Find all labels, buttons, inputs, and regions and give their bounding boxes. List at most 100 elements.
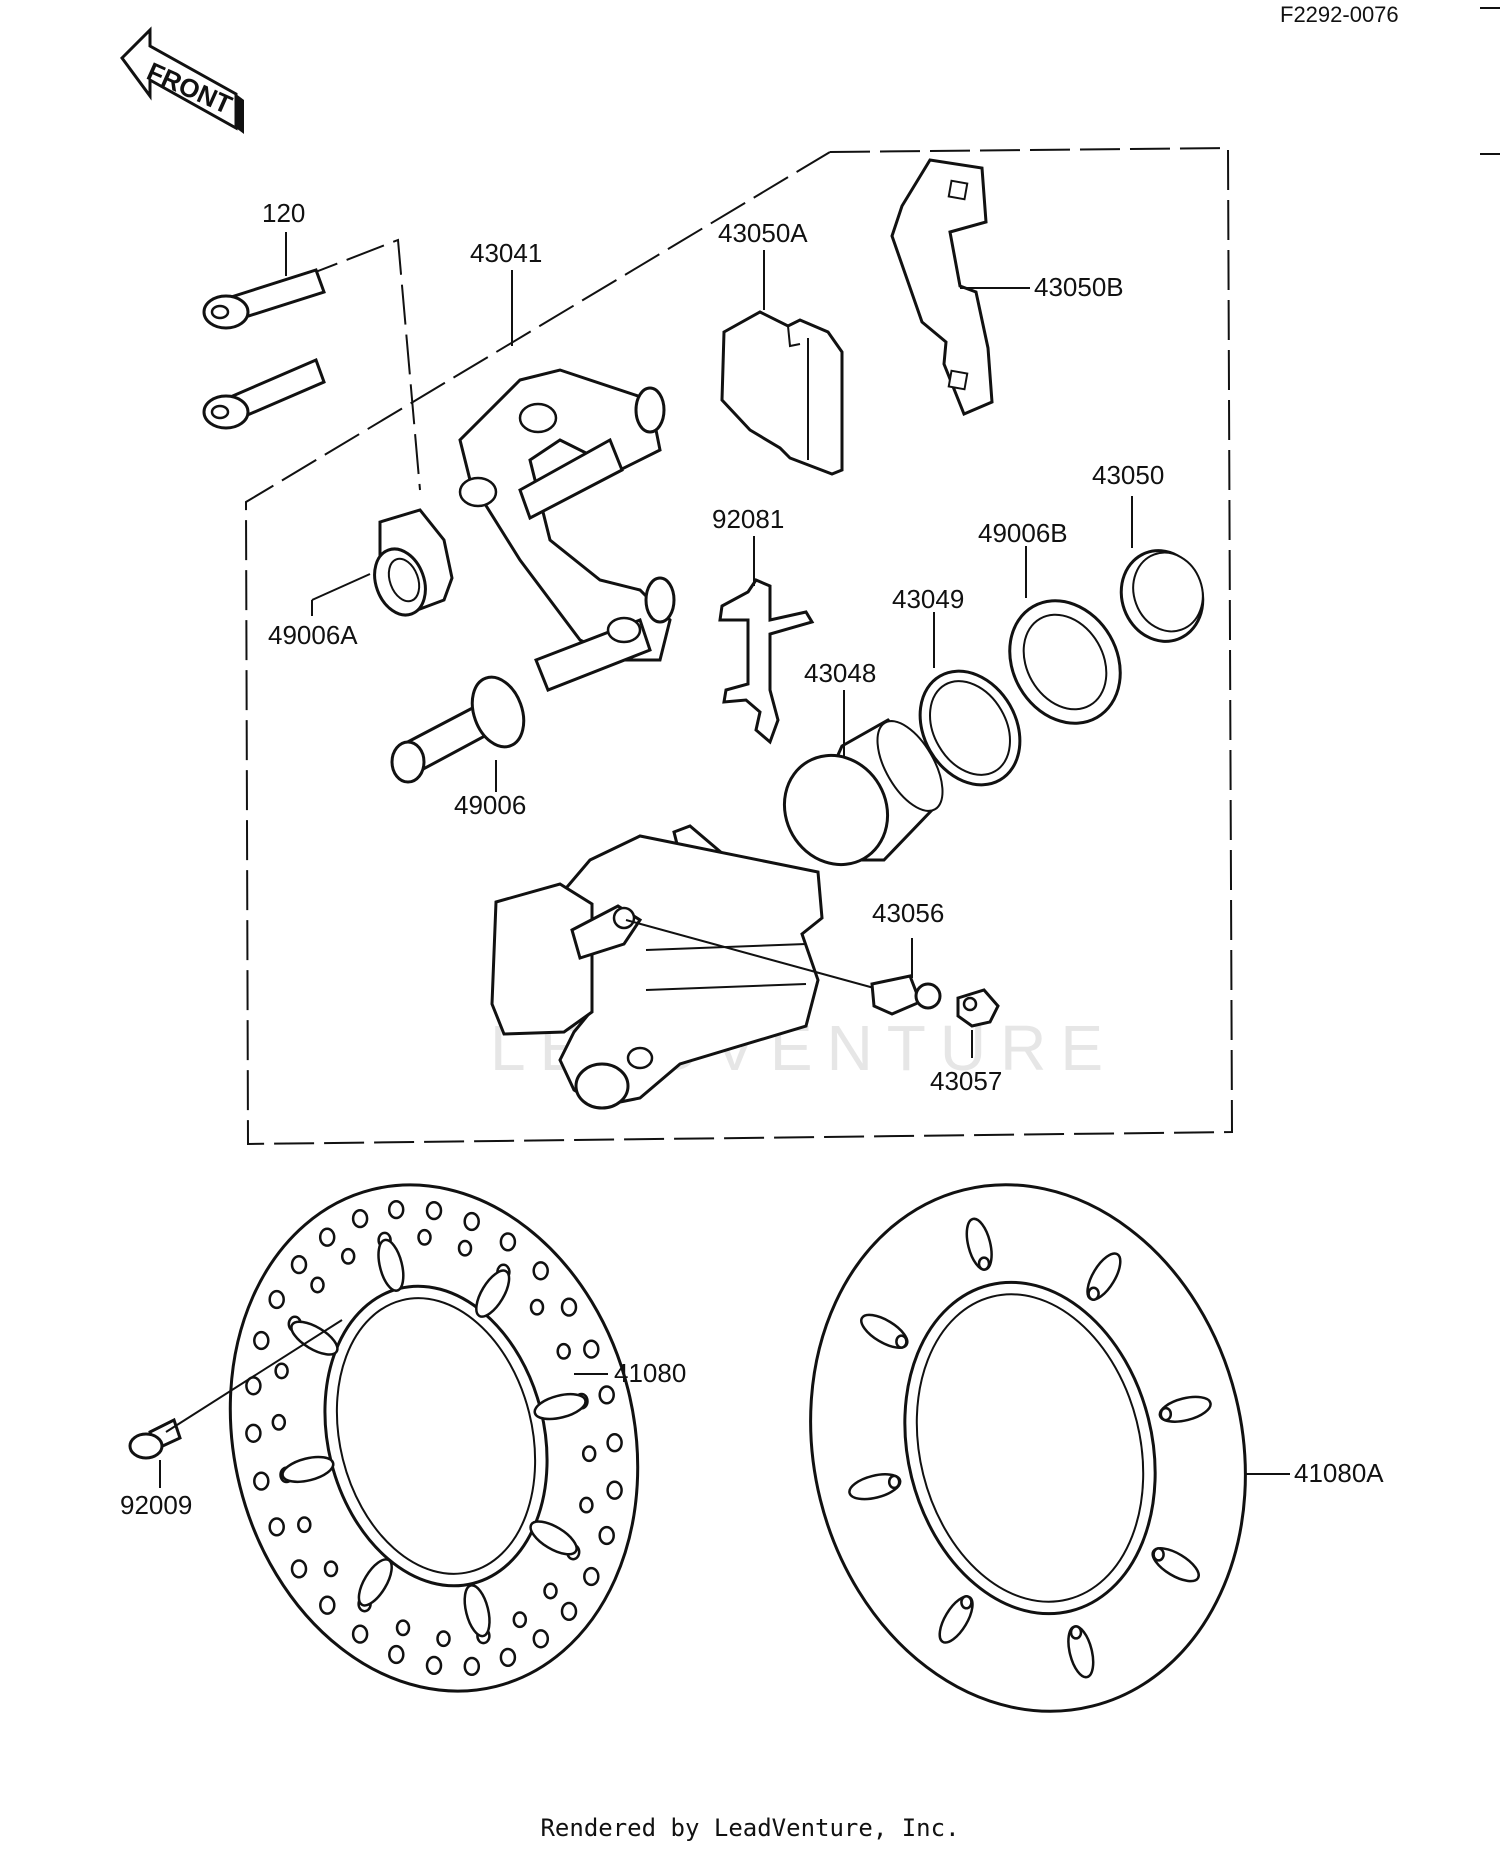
disc-hole xyxy=(560,1297,578,1317)
label-49006: 49006 xyxy=(454,790,526,820)
disc-slot xyxy=(529,1520,578,1556)
dust-boot-49006A xyxy=(373,508,454,617)
spring-clip-92081 xyxy=(718,578,815,745)
label-43050: 43050 xyxy=(1092,460,1164,490)
label-43050A: 43050A xyxy=(718,218,808,248)
disc-slot xyxy=(377,1238,405,1292)
bleeder-valve-43056 xyxy=(625,919,942,1016)
disc-hole xyxy=(297,1516,312,1534)
disc-hole xyxy=(887,1474,901,1490)
caliper-bracket-43041 xyxy=(458,368,676,692)
disc-hole xyxy=(895,1334,908,1349)
label-43048: 43048 xyxy=(804,658,876,688)
label-41080: 41080 xyxy=(614,1358,686,1388)
disc-hole xyxy=(560,1601,578,1622)
disc-hole xyxy=(512,1611,528,1629)
disc-hole xyxy=(268,1289,285,1310)
label-92009: 92009 xyxy=(120,1490,192,1520)
disc-slot xyxy=(357,1558,393,1607)
disc-hole xyxy=(1069,1625,1083,1640)
disc-hole xyxy=(425,1200,443,1221)
disc-hole xyxy=(499,1647,517,1668)
bleeder-cap-43057 xyxy=(956,988,1000,1028)
label-43049: 43049 xyxy=(892,584,964,614)
label-92081: 92081 xyxy=(712,504,784,534)
bolt-120-upper xyxy=(202,268,326,330)
disc-hole xyxy=(579,1496,594,1514)
disc-hole xyxy=(253,1330,270,1351)
brake-disc-41080 xyxy=(228,1183,640,1693)
disc-hole xyxy=(463,1211,480,1232)
disc-hole xyxy=(253,1471,270,1491)
disc-hole xyxy=(425,1655,443,1676)
disc-hole xyxy=(417,1228,432,1246)
disc-hole xyxy=(395,1619,411,1637)
disc-hole xyxy=(543,1582,558,1600)
disc-hole xyxy=(583,1566,600,1587)
label-49006B: 49006B xyxy=(978,518,1068,548)
bracket-subassembly-frame xyxy=(299,238,421,491)
disc-hole xyxy=(388,1644,405,1665)
disc-hole xyxy=(583,1339,600,1359)
disc-hole xyxy=(977,1256,991,1271)
disc-hole xyxy=(268,1517,285,1537)
disc-hole xyxy=(1087,1286,1100,1301)
front-arrow-icon: FRONT xyxy=(120,26,244,134)
caliper-body xyxy=(490,824,824,1110)
disc-hole xyxy=(323,1560,339,1578)
disc-hole xyxy=(340,1247,356,1265)
piston-cap-43050 xyxy=(1119,549,1205,643)
disc-hole xyxy=(319,1595,336,1615)
bolt-120-lower xyxy=(202,357,326,430)
pin-boot-49006 xyxy=(390,675,526,784)
disc-hole xyxy=(310,1276,325,1294)
brake-pad-43050A xyxy=(720,310,844,476)
disc-hole xyxy=(351,1624,369,1644)
disc-hole xyxy=(960,1595,973,1610)
disc-hole xyxy=(436,1630,451,1648)
disc-hole xyxy=(290,1559,308,1579)
label-49006A: 49006A xyxy=(268,620,358,650)
disc-hole xyxy=(556,1342,571,1360)
disc-hole xyxy=(387,1199,405,1220)
disc-hole xyxy=(529,1298,545,1316)
disc-hole xyxy=(290,1254,308,1275)
label-120: 120 xyxy=(262,198,305,228)
disc-hole xyxy=(351,1208,369,1229)
label-41080A: 41080A xyxy=(1294,1458,1384,1488)
footer-credit: Rendered by LeadVenture, Inc. xyxy=(540,1814,960,1842)
disc-hole xyxy=(499,1232,517,1252)
brake-pad-43050B xyxy=(890,158,994,416)
disc-hole xyxy=(1159,1406,1173,1422)
disc-hole xyxy=(532,1261,549,1281)
disc-hole xyxy=(271,1413,287,1431)
disc-hole xyxy=(598,1525,615,1546)
caliper-assembly-frame xyxy=(244,146,1234,1146)
disc-hole xyxy=(606,1480,623,1500)
disc-slot xyxy=(533,1392,587,1421)
disc-hole xyxy=(274,1362,289,1380)
diagram-code: F2292-0076 xyxy=(1280,2,1399,27)
disc-hole xyxy=(457,1239,473,1257)
label-43056: 43056 xyxy=(872,898,944,928)
label-43041: 43041 xyxy=(470,238,542,268)
disc-hole xyxy=(532,1629,550,1649)
disc-hole xyxy=(463,1656,481,1677)
screw-92009 xyxy=(128,1319,343,1460)
disc-hole xyxy=(1152,1547,1165,1562)
disc-hole xyxy=(606,1433,623,1453)
brake-disc-41080A xyxy=(809,1183,1247,1713)
seal-ring-43049 xyxy=(918,669,1022,787)
disc-hole xyxy=(581,1445,597,1463)
disc-hole xyxy=(245,1423,262,1443)
svg-text:FRONT: FRONT xyxy=(143,56,237,120)
disc-hole xyxy=(598,1385,615,1405)
disc-slot xyxy=(463,1584,491,1638)
disc-hole xyxy=(318,1227,336,1247)
seal-ring-49006B xyxy=(1008,599,1122,725)
piston-43048 xyxy=(782,718,944,867)
disc-slot xyxy=(475,1269,511,1318)
disc-slot xyxy=(281,1455,335,1484)
label-43057: 43057 xyxy=(930,1066,1002,1096)
